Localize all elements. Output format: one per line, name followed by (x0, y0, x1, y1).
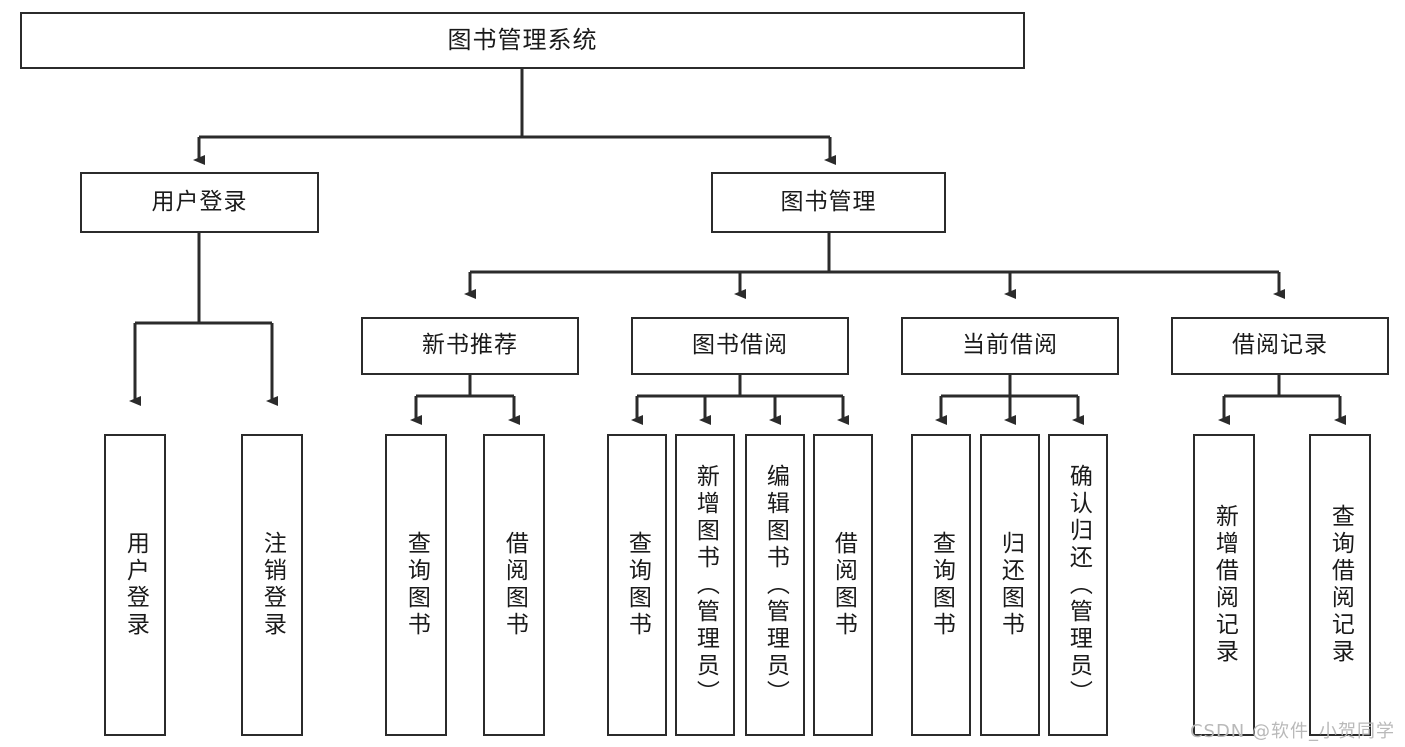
node-label: 查询图书 (928, 531, 955, 639)
node-label: 新增借阅记录 (1211, 504, 1238, 666)
leaf-return-book[interactable]: 归还图书 (980, 434, 1040, 736)
leaf-user-logout[interactable]: 注销登录 (241, 434, 303, 736)
node-label: 查询图书 (403, 531, 430, 639)
leaf-query-book-current[interactable]: 查询图书 (911, 434, 971, 736)
node-label: 用户登录 (151, 188, 248, 215)
leaf-borrow-book[interactable]: 借阅图书 (813, 434, 873, 736)
node-label: 确认归还（管理员） (1065, 463, 1092, 707)
node-label: 编辑图书（管理员） (762, 463, 789, 707)
node-label: 图书管理 (780, 188, 877, 215)
leaf-add-borrow-record[interactable]: 新增借阅记录 (1193, 434, 1255, 736)
node-user-login[interactable]: 用户登录 (80, 172, 319, 233)
node-book-borrow[interactable]: 图书借阅 (631, 317, 849, 375)
node-label: 注销登录 (259, 531, 286, 639)
node-label: 借阅记录 (1232, 332, 1328, 359)
node-label: 借阅图书 (501, 531, 528, 639)
node-label: 用户登录 (122, 531, 149, 639)
leaf-add-book-admin[interactable]: 新增图书（管理员） (675, 434, 735, 736)
node-label: 新增图书（管理员） (692, 463, 719, 707)
node-current-borrow[interactable]: 当前借阅 (901, 317, 1119, 375)
node-label: 图书管理系统 (447, 26, 598, 55)
leaf-edit-book-admin[interactable]: 编辑图书（管理员） (745, 434, 805, 736)
node-new-book-recommend[interactable]: 新书推荐 (361, 317, 579, 375)
leaf-query-book-recommend[interactable]: 查询图书 (385, 434, 447, 736)
leaf-query-borrow-record[interactable]: 查询借阅记录 (1309, 434, 1371, 736)
node-label: 归还图书 (997, 531, 1024, 639)
node-label: 当前借阅 (962, 332, 1058, 359)
node-label: 新书推荐 (422, 332, 518, 359)
leaf-confirm-return-admin[interactable]: 确认归还（管理员） (1048, 434, 1108, 736)
node-label: 图书借阅 (692, 332, 788, 359)
leaf-user-login[interactable]: 用户登录 (104, 434, 166, 736)
leaf-borrow-book-recommend[interactable]: 借阅图书 (483, 434, 545, 736)
watermark-text: CSDN @软件_小贺同学 (1189, 721, 1395, 742)
node-label: 查询借阅记录 (1327, 504, 1354, 666)
node-label: 借阅图书 (830, 531, 857, 639)
node-label: 查询图书 (624, 531, 651, 639)
node-root-book-management-system[interactable]: 图书管理系统 (20, 12, 1025, 69)
leaf-query-book-borrow[interactable]: 查询图书 (607, 434, 667, 736)
node-borrow-record[interactable]: 借阅记录 (1171, 317, 1389, 375)
node-book-management[interactable]: 图书管理 (711, 172, 946, 233)
